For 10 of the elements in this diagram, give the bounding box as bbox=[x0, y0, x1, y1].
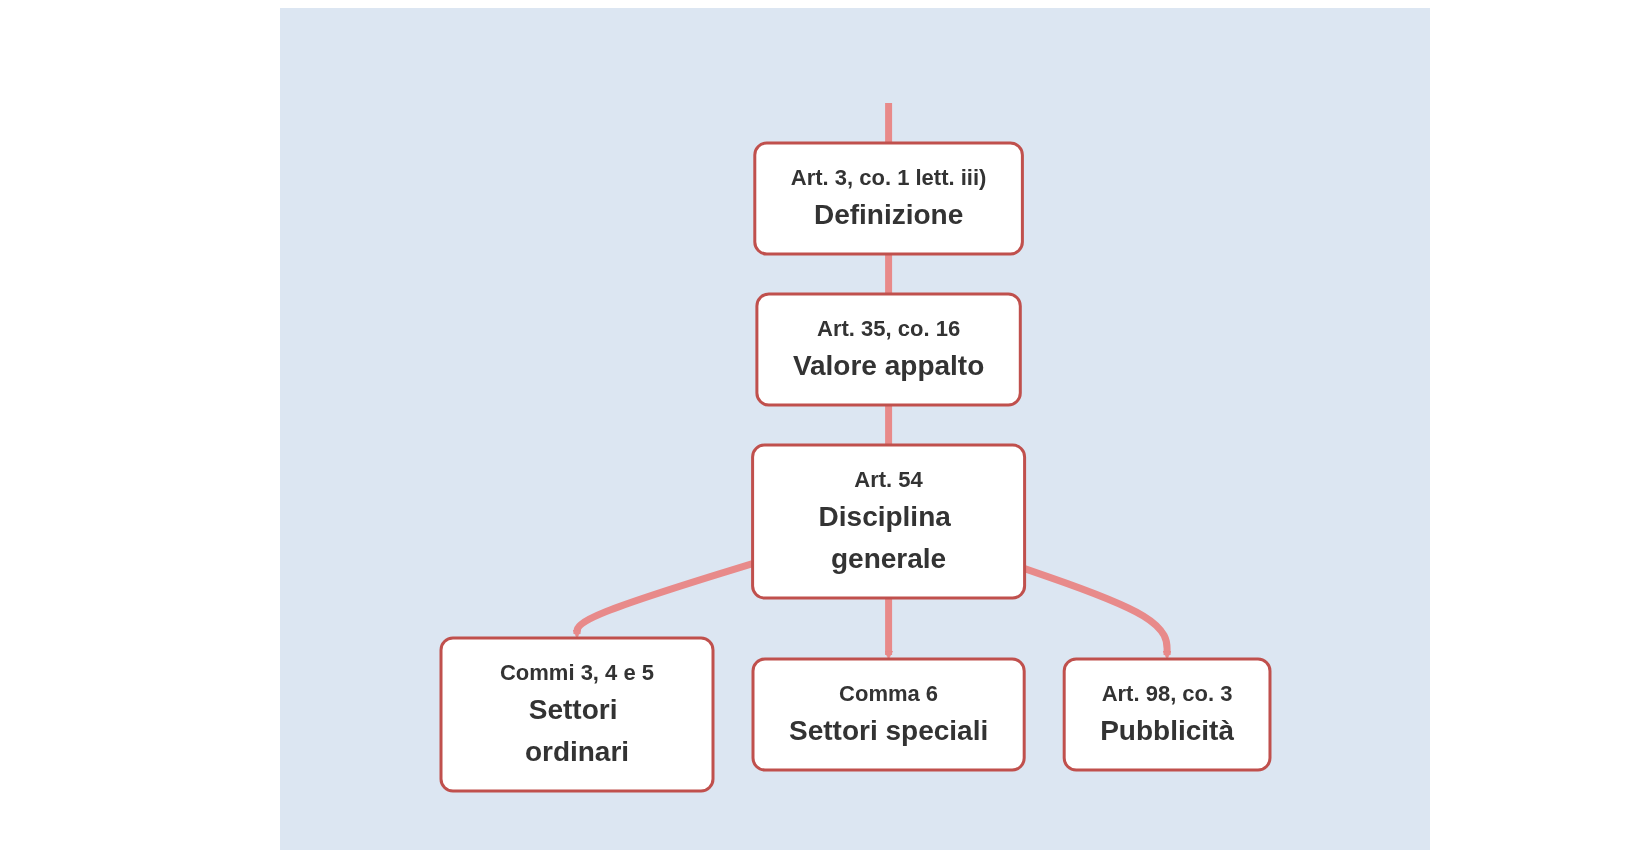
node-box: Commi 3, 4 e 5 Settori ordinari bbox=[439, 636, 714, 793]
arrow bbox=[883, 597, 893, 660]
node-box: Art. 98, co. 3 Pubblicità bbox=[1062, 657, 1271, 772]
node-box: Art. 35, co. 16 Valore appalto bbox=[754, 292, 1022, 407]
connector bbox=[884, 253, 892, 295]
connector bbox=[884, 404, 892, 446]
node-box: Art. 54 Disciplina generale bbox=[750, 443, 1026, 600]
node-box: Comma 6 Settori speciali bbox=[751, 657, 1026, 772]
node-box: Art. 3, co. 1 lett. iii) Definizione bbox=[752, 141, 1024, 256]
connector bbox=[884, 102, 892, 144]
